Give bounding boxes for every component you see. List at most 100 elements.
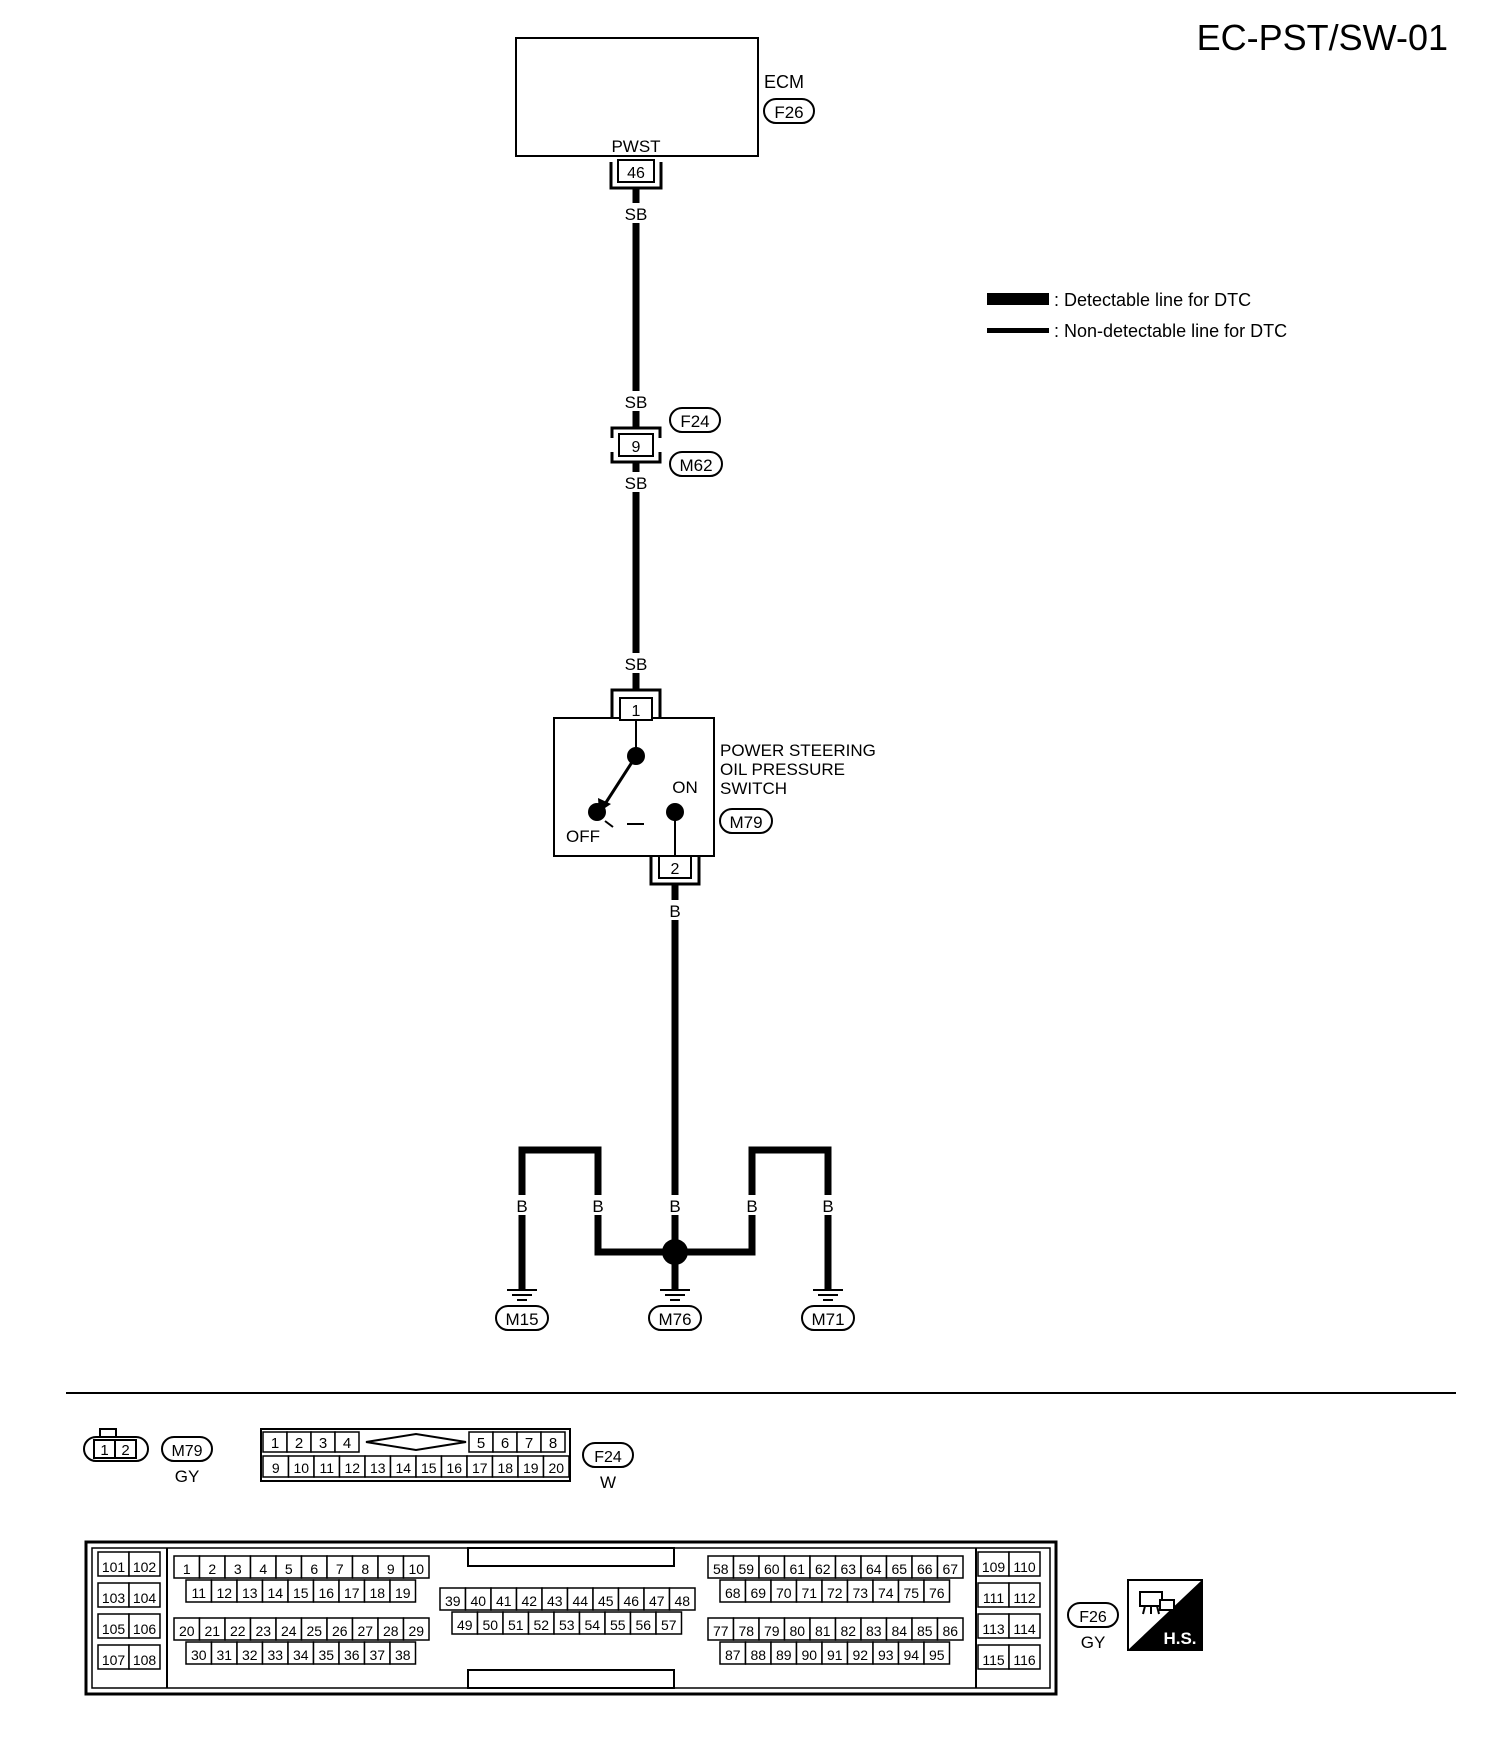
connector-pin-number: 95 — [929, 1647, 945, 1663]
connector-pin-number: 10 — [293, 1460, 309, 1476]
connector-pin-cell — [977, 1551, 1010, 1577]
wire-color-b-6: B — [822, 1197, 833, 1216]
connector-pin-cell — [540, 1431, 566, 1453]
joint-upper-connector-tag — [669, 407, 721, 433]
switch-state-on: ON — [672, 778, 698, 797]
connector-pin-number: 59 — [738, 1561, 754, 1577]
connector-pin-cell — [542, 1455, 570, 1478]
connector-pin-number: 48 — [674, 1593, 690, 1609]
m79-pin-2: 2 — [121, 1442, 129, 1459]
connector-pin-number: 68 — [725, 1585, 741, 1601]
connector-pin-cell — [334, 1431, 360, 1453]
connector-pin-number: 3 — [234, 1561, 242, 1577]
legend-detectable-label: : Detectable line for DTC — [1054, 290, 1251, 310]
connector-pin-number: 25 — [306, 1623, 322, 1639]
connector-pin-cell — [1008, 1551, 1041, 1577]
m79-color: GY — [175, 1467, 200, 1486]
connector-pin-number: 34 — [293, 1647, 309, 1663]
ground-symbol-m15 — [507, 1289, 537, 1301]
connector-pin-number: 9 — [387, 1561, 395, 1577]
wire-color-b-1: B — [669, 902, 680, 921]
joint-lower-connector-id: M62 — [679, 456, 712, 475]
connector-pin-cell — [97, 1582, 130, 1608]
wire-color-b-2: B — [516, 1197, 527, 1216]
connector-pin-number: 33 — [267, 1647, 283, 1663]
wire-color-b-4: B — [669, 1197, 680, 1216]
connector-pin-number: 7 — [336, 1561, 344, 1577]
connector-pin-cell — [402, 1617, 430, 1641]
connector-pin-number: 31 — [216, 1647, 232, 1663]
connector-pin-number: 14 — [395, 1460, 411, 1476]
connector-pin-number: 41 — [496, 1593, 512, 1609]
connector-view-m79: 1 2 M79 GY — [83, 1428, 213, 1486]
connector-pin-number: 113 — [982, 1621, 1005, 1637]
connector-pin-number: 110 — [1013, 1559, 1036, 1575]
m79-connector-tag — [161, 1436, 213, 1462]
connector-pin-number: 5 — [477, 1435, 485, 1452]
connector-pin-number: 39 — [445, 1593, 461, 1609]
connector-pin-number: 93 — [878, 1647, 894, 1663]
connector-pin-number: 64 — [866, 1561, 882, 1577]
connector-pin-number: 116 — [1013, 1652, 1036, 1668]
wire-color-b-5: B — [746, 1197, 757, 1216]
wire-label-bg — [663, 900, 687, 920]
hs-badge-dark-half — [1128, 1580, 1202, 1650]
m79-connector-id: M79 — [171, 1443, 202, 1460]
connector-pin-number: 79 — [764, 1623, 780, 1639]
connector-pin-number: 78 — [738, 1623, 754, 1639]
connector-pin-number: 47 — [649, 1593, 665, 1609]
wire-ground-left — [518, 1146, 675, 1290]
connector-pin-number: 53 — [559, 1617, 575, 1633]
connector-pin-number: 106 — [133, 1621, 157, 1637]
ecm-box — [515, 37, 759, 157]
connector-pin-number: 66 — [917, 1561, 933, 1577]
switch-blade — [603, 755, 638, 805]
connector-pin-number: 69 — [750, 1585, 766, 1601]
connector-pin-number: 89 — [776, 1647, 792, 1663]
connector-pin-number: 104 — [133, 1590, 157, 1606]
connector-pin-number: 38 — [395, 1647, 411, 1663]
switch-state-off: OFF — [566, 827, 600, 846]
ground-id-m71: M71 — [811, 1310, 844, 1329]
connector-pin-cell — [977, 1582, 1010, 1608]
connector-pin-number: 22 — [230, 1623, 246, 1639]
connector-pin-number: 13 — [370, 1460, 386, 1476]
wire-color-sb-3: SB — [625, 474, 648, 493]
connector-pin-number: 43 — [547, 1593, 563, 1609]
ground-tag-m76 — [648, 1305, 702, 1331]
f24-connector-id: F24 — [594, 1449, 622, 1466]
switch-connector-tag — [719, 808, 773, 834]
connector-pin-number: 105 — [102, 1621, 126, 1637]
wire-label-bg — [663, 1195, 687, 1215]
ground-id-m15: M15 — [505, 1310, 538, 1329]
switch-pin1-number: 1 — [632, 703, 641, 720]
connector-pin-cell — [936, 1555, 964, 1579]
connector-pin-number: 27 — [357, 1623, 373, 1639]
connector-pin-number: 8 — [361, 1561, 369, 1577]
connector-pin-cell — [936, 1617, 964, 1641]
connector-pin-cell — [655, 1611, 683, 1635]
connector-pin-number: 72 — [827, 1585, 843, 1601]
connector-pin-number: 17 — [472, 1460, 488, 1476]
wire-label-bg — [622, 391, 650, 411]
legend-non-detectable-label: : Non-detectable line for DTC — [1054, 321, 1287, 341]
connector-pin-cell — [1008, 1644, 1041, 1670]
connector-pin-number: 8 — [549, 1435, 557, 1452]
wire-label-bg — [510, 1195, 534, 1215]
ground-tag-m71 — [801, 1305, 855, 1331]
connector-pin-number: 102 — [133, 1559, 157, 1575]
joint-upper-connector-id: F24 — [680, 412, 709, 431]
ecm-terminal-number: 46 — [627, 165, 645, 182]
connector-pin-number: 7 — [525, 1435, 533, 1452]
connector-pin-number: 15 — [421, 1460, 437, 1476]
connector-pin-number: 107 — [102, 1652, 126, 1668]
f26-bottom-slot — [467, 1669, 675, 1689]
f26-connector-tag — [1067, 1602, 1119, 1628]
connector-pin-number: 46 — [623, 1593, 639, 1609]
